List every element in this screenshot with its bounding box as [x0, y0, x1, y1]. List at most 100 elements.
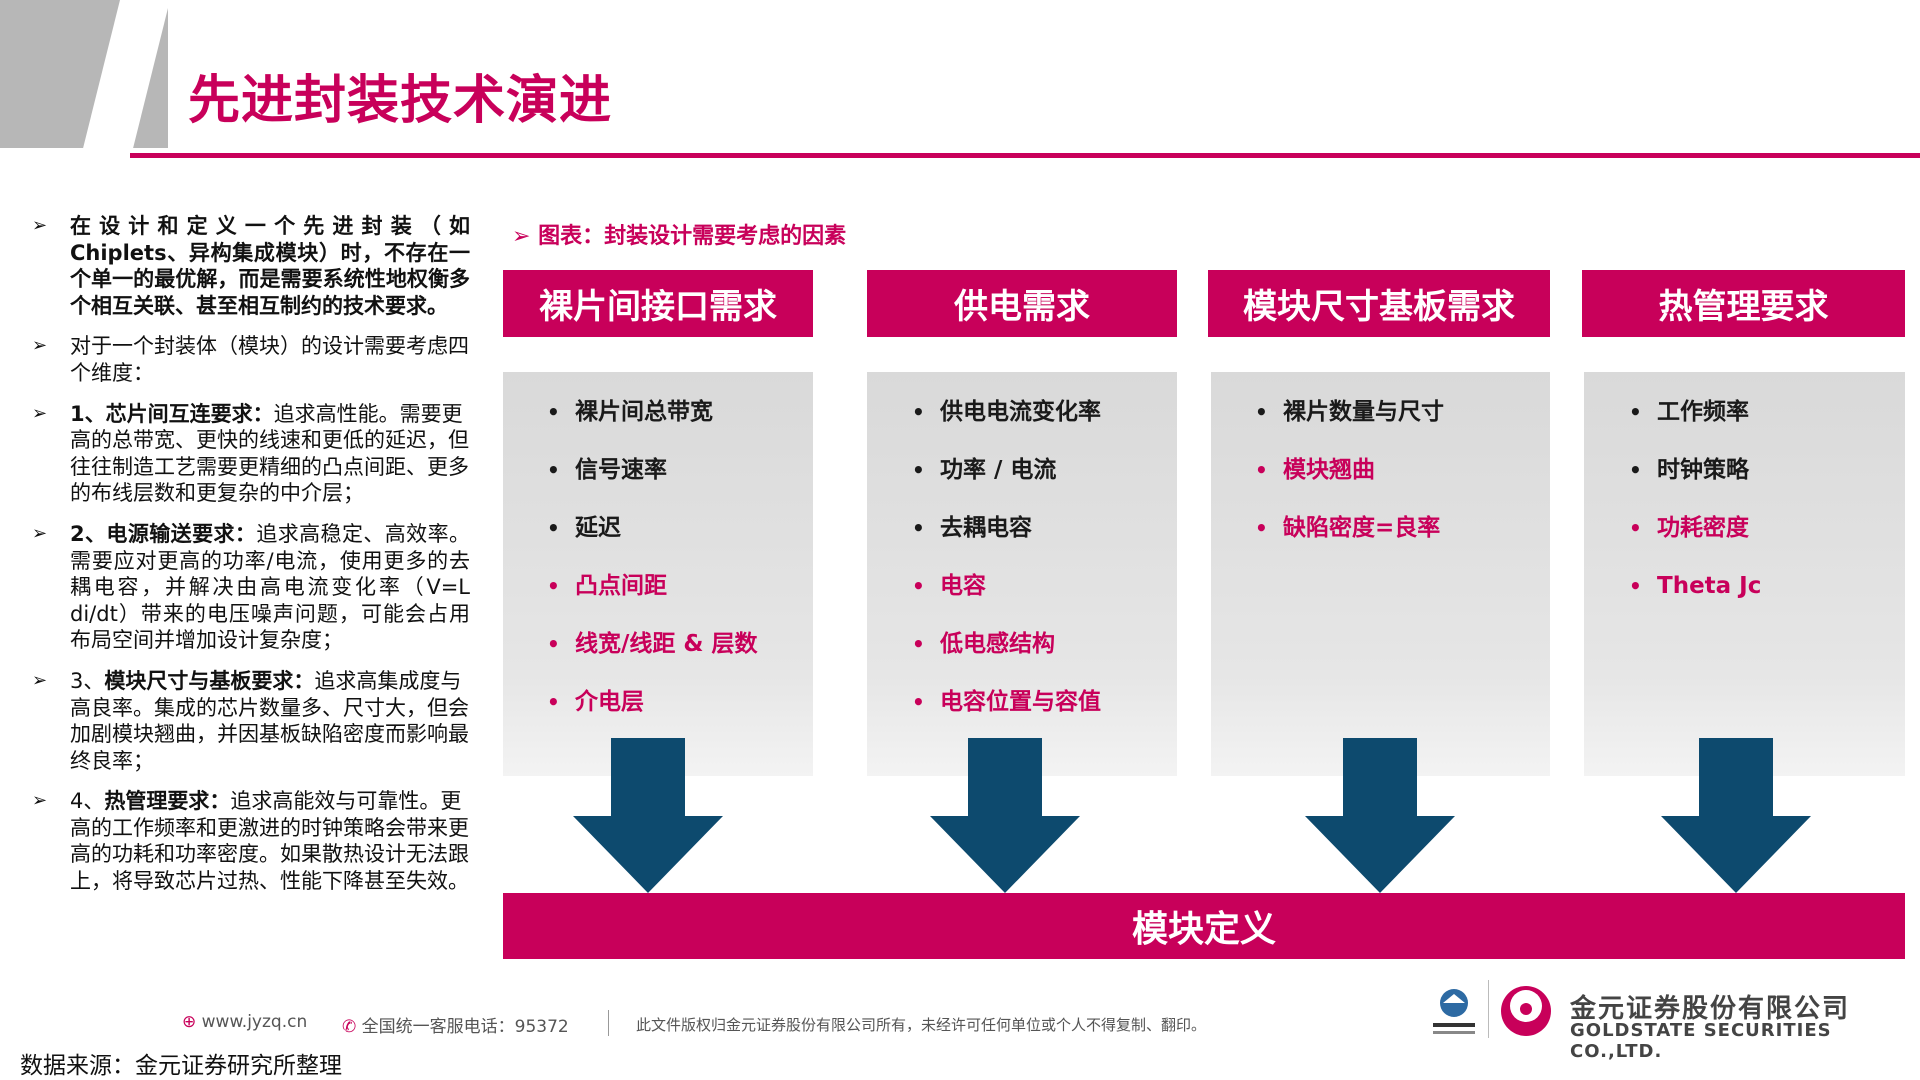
factor-text: 信号速率: [575, 457, 667, 483]
factor-text: 去耦电容: [940, 515, 1032, 541]
factor-item: • 电容位置与容值: [867, 687, 1177, 745]
factor-item: • 信号速率: [503, 455, 813, 513]
factor-item: • 低电感结构: [867, 629, 1177, 687]
factor-text: 延迟: [575, 515, 621, 541]
bullet-dot-icon: •: [912, 690, 925, 714]
factor-item: • 延迟: [503, 513, 813, 571]
module-definition-bar: 模块定义: [503, 893, 1905, 959]
factor-item: • 功耗密度: [1584, 513, 1905, 571]
factor-item: •去耦电容: [867, 513, 1177, 571]
bullet-heading: 2、电源输送要求：: [70, 521, 257, 546]
column-header-2: 供电需求: [867, 270, 1177, 337]
factor-list: •裸片间总带宽•信号速率•延迟•凸点间距•线宽/线距 & 层数•介电层: [503, 397, 813, 745]
factor-item: •时钟策略: [1584, 455, 1905, 513]
factor-text: 功耗密度: [1657, 515, 1749, 541]
bullet-dot-icon: •: [547, 516, 560, 540]
column-body-4: •工作频率•时钟策略•功耗密度•Theta Jc: [1584, 372, 1905, 776]
bullet-dot-icon: •: [912, 458, 925, 482]
column-header-3: 模块尺寸基板需求: [1208, 270, 1550, 337]
caption-arrow-icon: ➢: [512, 224, 539, 249]
factor-item: • 功率 / 电流: [867, 455, 1177, 513]
factor-item: •Theta Jc: [1584, 571, 1905, 629]
column-header-4: 热管理要求: [1582, 270, 1905, 337]
logo-divider: [1488, 980, 1489, 1038]
bullet-text: 追求高性能。需要更高的总带宽、更快的线速和更低的延迟，但往往制造工艺需要更精细的…: [70, 401, 469, 506]
factor-text: 电容: [940, 573, 986, 599]
footer-divider: [608, 1010, 609, 1036]
down-arrow-icon: [573, 738, 723, 893]
left-bullet-4: ➢ 2、电源输送要求：追求高稳定、高效率。需要应对更高的功率/电流，使用更多的去耦…: [30, 521, 470, 654]
bullet-dot-icon: •: [547, 400, 560, 424]
header-divider: [130, 153, 1920, 158]
bullet-dot-icon: •: [1255, 516, 1268, 540]
left-bullet-1: ➢ 在设计和定义一个先进封装（如Chiplets、异构集成模块）时，不存在一个单一…: [30, 213, 470, 319]
chart-caption: ➢ 图表：封装设计需要考虑的因素: [512, 224, 847, 249]
bullet-dot-icon: •: [912, 632, 925, 656]
bullet-dot-icon: •: [1629, 516, 1642, 540]
bullet-text: 追求高能效与可靠性。更高的工作频率和更激进的时钟策略会带来更高的功耗和功率密度。…: [70, 789, 469, 894]
down-arrow-icon: [1305, 738, 1455, 893]
factor-item: • 工作频率: [1584, 397, 1905, 455]
factor-text: 电容位置与容值: [940, 689, 1101, 715]
bullet-heading: 4、热管理要求：: [70, 789, 231, 814]
column-body-3: •裸片数量与尺寸 • 模块翘曲 • 缺陷密度=良率: [1211, 372, 1550, 776]
company-name-en: GOLDSTATE SECURITIES CO.,LTD.: [1570, 1020, 1832, 1062]
bullet-arrow-icon: ➢: [32, 215, 48, 236]
factor-list: •工作频率•时钟策略•功耗密度•Theta Jc: [1584, 397, 1905, 629]
bullet-text: 追求高集成度与高良率。集成的芯片数量多、尺寸大，但会加剧模块翘曲，并因基板缺陷密…: [70, 668, 469, 773]
factor-item: •供电电流变化率: [867, 397, 1177, 455]
factor-item: •介电层: [503, 687, 813, 745]
bullet-text: 对于一个封装体（模块）的设计需要考虑四个维度：: [70, 334, 469, 385]
bullet-dot-icon: •: [1629, 400, 1642, 424]
footer-hotline: ✆ 全国统一客服电话：95372: [342, 1017, 569, 1037]
bullet-dot-icon: •: [1629, 458, 1642, 482]
factor-item: •线宽/线距 & 层数: [503, 629, 813, 687]
factor-list: •裸片数量与尺寸 • 模块翘曲 • 缺陷密度=良率: [1211, 397, 1550, 571]
phone-icon: ✆: [342, 1017, 357, 1037]
bullet-dot-icon: •: [912, 574, 925, 598]
column-body-2: •供电电流变化率 • 功率 / 电流 •去耦电容 • 电容 • 低电感结构 • 电容位置与容值: [867, 372, 1177, 776]
footer-copyright: 此文件版权归金元证券股份有限公司所有，未经许可任何单位或个人不得复制、翻印。: [636, 1016, 1207, 1034]
bullet-dot-icon: •: [547, 574, 560, 598]
down-arrow-icon: [1661, 738, 1811, 893]
factor-text: 裸片间总带宽: [575, 399, 713, 425]
factor-text: 裸片数量与尺寸: [1283, 399, 1444, 425]
bullet-dot-icon: •: [547, 458, 560, 482]
factor-text: 线宽/线距 & 层数: [575, 631, 758, 657]
factor-item: • 模块翘曲: [1211, 455, 1550, 513]
bullet-text: 在设计和定义一个先进封装（如Chiplets、异构集成模块）时，不存在一个单一的…: [70, 214, 470, 318]
capital-airports-logo: [1433, 989, 1475, 1034]
factor-item: • 缺陷密度=良率: [1211, 513, 1550, 571]
factor-text: 低电感结构: [940, 631, 1055, 657]
factor-text: 凸点间距: [575, 573, 667, 599]
left-text-panel: ➢ 在设计和定义一个先进封装（如Chiplets、异构集成模块）时，不存在一个单一…: [30, 213, 470, 909]
bullet-dot-icon: •: [547, 690, 560, 714]
column-body-1: •裸片间总带宽•信号速率•延迟•凸点间距•线宽/线距 & 层数•介电层: [503, 372, 813, 776]
bullet-arrow-icon: ➢: [32, 522, 48, 544]
down-arrow-icon: [930, 738, 1080, 893]
bullet-heading: 3、模块尺寸与基板要求：: [70, 668, 315, 693]
factor-item: •裸片数量与尺寸: [1211, 397, 1550, 455]
goldstate-logo: [1501, 986, 1551, 1036]
bullet-arrow-icon: ➢: [32, 790, 48, 812]
bullet-text: 追求高稳定、高效率。需要应对更高的功率/电流，使用更多的去耦电容，并解决由高电流…: [70, 521, 470, 653]
bullet-arrow-icon: ➢: [32, 335, 48, 357]
factor-item: • 电容: [867, 571, 1177, 629]
factor-list: •供电电流变化率 • 功率 / 电流 •去耦电容 • 电容 • 低电感结构 • 电容位置与容值: [867, 397, 1177, 745]
factor-text: 工作频率: [1657, 399, 1749, 425]
factor-text: 缺陷密度=良率: [1283, 515, 1441, 541]
factor-text: 模块翘曲: [1283, 457, 1375, 483]
bullet-arrow-icon: ➢: [32, 402, 48, 424]
left-bullet-6: ➢ 4、热管理要求：追求高能效与可靠性。更高的工作频率和更激进的时钟策略会带来更高…: [30, 788, 470, 894]
left-bullet-2: ➢ 对于一个封装体（模块）的设计需要考虑四个维度：: [30, 333, 470, 386]
factor-text: 供电电流变化率: [940, 399, 1101, 425]
left-bullet-5: ➢3、模块尺寸与基板要求：追求高集成度与高良率。集成的芯片数量多、尺寸大，但会加…: [30, 668, 470, 774]
footer-website[interactable]: ⊕ www.jyzq.cn: [182, 1012, 308, 1032]
globe-icon: ⊕: [182, 1012, 197, 1032]
factor-text: 功率 / 电流: [940, 457, 1057, 483]
factor-item: • 裸片间总带宽: [503, 397, 813, 455]
data-source-note: 数据来源：金元证券研究所整理: [20, 1053, 342, 1079]
factor-item: • 凸点间距: [503, 571, 813, 629]
bullet-dot-icon: •: [1629, 574, 1642, 598]
bullet-dot-icon: •: [1255, 458, 1268, 482]
